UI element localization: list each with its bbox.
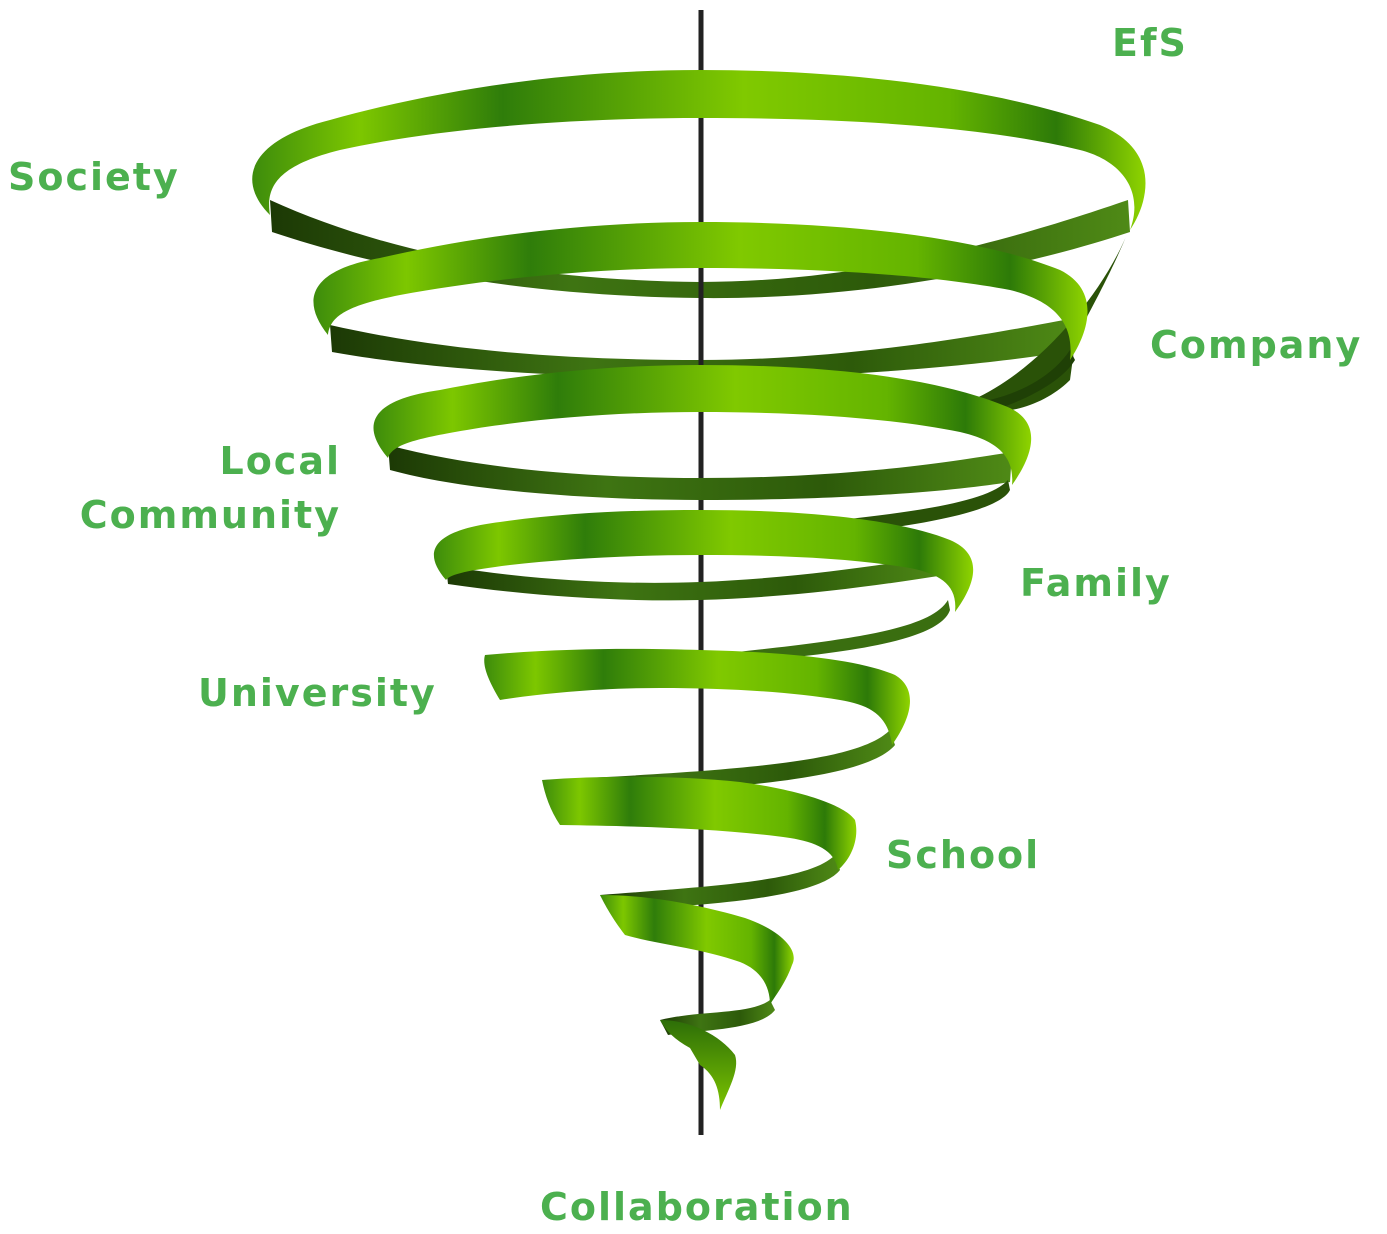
label-community: Community [79,493,341,537]
label-school: School [886,833,1041,877]
label-local: Local [219,439,341,483]
label-collaboration: Collaboration [540,1185,854,1229]
spiral-front-bands [252,70,1146,1110]
label-company: Company [1150,323,1363,367]
label-efs: EfS [1112,21,1188,65]
label-society: Society [8,155,180,199]
label-family: Family [1020,561,1172,605]
label-university: University [198,671,437,715]
